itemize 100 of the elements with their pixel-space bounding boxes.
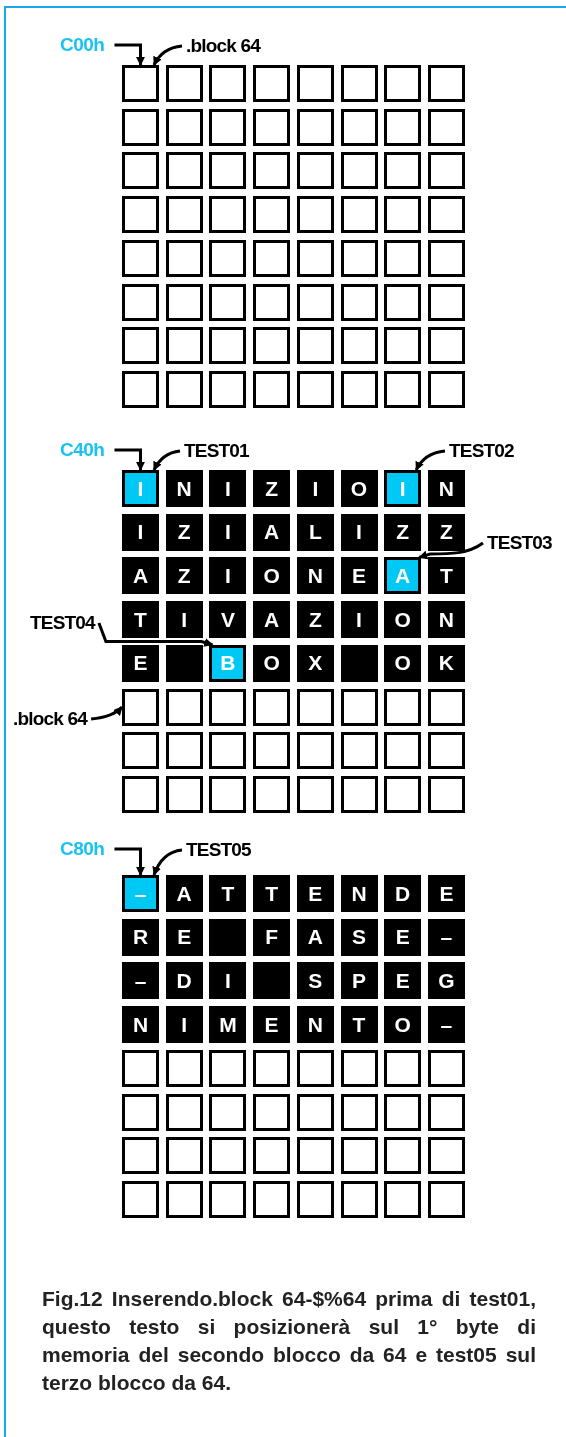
memory-cell: Z bbox=[253, 470, 291, 507]
address-label: C80h bbox=[60, 838, 105, 860]
memory-cell: P bbox=[340, 962, 378, 1000]
memory-cell: T bbox=[427, 557, 465, 595]
memory-cell bbox=[253, 775, 291, 813]
memory-cell: T bbox=[253, 875, 291, 912]
highlighted-memory-cell: – bbox=[122, 875, 159, 912]
arrow bbox=[114, 448, 145, 471]
memory-cell bbox=[209, 152, 247, 190]
memory-cell bbox=[165, 1093, 203, 1131]
memory-cell: Z bbox=[384, 513, 422, 551]
memory-cell: D bbox=[384, 875, 422, 912]
memory-cell: E bbox=[427, 875, 465, 912]
memory-cell bbox=[340, 688, 378, 726]
memory-cell: I bbox=[209, 557, 247, 595]
memory-cell: I bbox=[296, 470, 334, 507]
memory-cell bbox=[253, 1093, 291, 1131]
memory-cell: A bbox=[296, 918, 334, 956]
memory-cell bbox=[122, 152, 159, 190]
memory-cell bbox=[253, 370, 291, 408]
memory-cell bbox=[253, 1049, 291, 1087]
memory-cell bbox=[384, 370, 422, 408]
memory-cell: O bbox=[253, 557, 291, 595]
highlighted-memory-cell: I bbox=[122, 470, 159, 507]
memory-cell bbox=[384, 196, 422, 234]
memory-cell bbox=[296, 108, 334, 146]
memory-cell bbox=[165, 370, 203, 408]
arrow bbox=[114, 847, 145, 876]
memory-cell bbox=[253, 239, 291, 277]
memory-cell: I bbox=[122, 513, 159, 551]
memory-cell: I bbox=[209, 962, 247, 1000]
memory-cell bbox=[122, 688, 159, 726]
memory-cell bbox=[209, 1180, 247, 1218]
memory-cell bbox=[122, 239, 159, 277]
memory-cell: T bbox=[122, 601, 159, 639]
memory-cell bbox=[165, 239, 203, 277]
memory-cell: Z bbox=[165, 513, 203, 551]
memory-cell bbox=[165, 327, 203, 365]
memory-cell: I bbox=[165, 1006, 203, 1044]
memory-cell bbox=[340, 65, 378, 102]
memory-cell bbox=[427, 732, 465, 770]
arrow bbox=[114, 43, 145, 66]
memory-cell bbox=[165, 732, 203, 770]
memory-cell bbox=[296, 152, 334, 190]
memory-cell bbox=[340, 108, 378, 146]
memory-cell bbox=[296, 1049, 334, 1087]
memory-cell bbox=[253, 732, 291, 770]
memory-cell bbox=[427, 775, 465, 813]
memory-cell bbox=[122, 196, 159, 234]
memory-cell bbox=[122, 1093, 159, 1131]
memory-cell: K bbox=[427, 644, 465, 682]
memory-cell bbox=[165, 108, 203, 146]
directive-label: .block 64 bbox=[13, 708, 88, 730]
memory-cell: O bbox=[384, 1006, 422, 1044]
memory-cell bbox=[165, 1180, 203, 1218]
memory-cell bbox=[340, 327, 378, 365]
memory-cell bbox=[122, 1137, 159, 1175]
memory-cell bbox=[296, 1137, 334, 1175]
memory-cell bbox=[209, 196, 247, 234]
memory-cell bbox=[384, 1049, 422, 1087]
memory-cell: O bbox=[384, 601, 422, 639]
memory-cell: O bbox=[340, 470, 378, 507]
memory-cell bbox=[165, 1049, 203, 1087]
memory-cell bbox=[122, 327, 159, 365]
memory-cell bbox=[122, 1180, 159, 1218]
memory-cell: E bbox=[122, 644, 159, 682]
memory-cell bbox=[296, 65, 334, 102]
memory-cell bbox=[296, 688, 334, 726]
memory-cell bbox=[253, 65, 291, 102]
highlighted-memory-cell: I bbox=[384, 470, 422, 507]
memory-cell bbox=[296, 1180, 334, 1218]
memory-cell: N bbox=[340, 875, 378, 912]
memory-cell bbox=[340, 1049, 378, 1087]
memory-cell bbox=[427, 196, 465, 234]
memory-cell bbox=[427, 1093, 465, 1131]
memory-cell: N bbox=[296, 557, 334, 595]
memory-cell: V bbox=[209, 601, 247, 639]
memory-cell bbox=[253, 688, 291, 726]
memory-cell bbox=[427, 1049, 465, 1087]
memory-cell bbox=[296, 732, 334, 770]
memory-cell bbox=[209, 108, 247, 146]
memory-cell: S bbox=[296, 962, 334, 1000]
memory-cell bbox=[296, 283, 334, 321]
figure-caption: Fig.12 Inserendo.block 64-$%64 prima di test01, questo testo si posizionerà sul 1° byte di memoria del secondo blocco da 64 e test05 sul terzo blocco da 64. bbox=[42, 1286, 536, 1396]
memory-cell bbox=[427, 688, 465, 726]
memory-cell bbox=[209, 1093, 247, 1131]
memory-cell bbox=[384, 283, 422, 321]
label-name: TEST01 bbox=[184, 440, 249, 462]
memory-cell bbox=[384, 1137, 422, 1175]
memory-cell: M bbox=[209, 1006, 247, 1044]
memory-cell: N bbox=[427, 601, 465, 639]
memory-cell: – bbox=[427, 918, 465, 956]
memory-cell bbox=[340, 775, 378, 813]
memory-cell bbox=[427, 239, 465, 277]
memory-cell bbox=[122, 65, 159, 102]
arrow bbox=[152, 848, 183, 876]
memory-cell bbox=[427, 152, 465, 190]
memory-cell: A bbox=[253, 513, 291, 551]
memory-cell bbox=[122, 370, 159, 408]
memory-cell bbox=[340, 1180, 378, 1218]
